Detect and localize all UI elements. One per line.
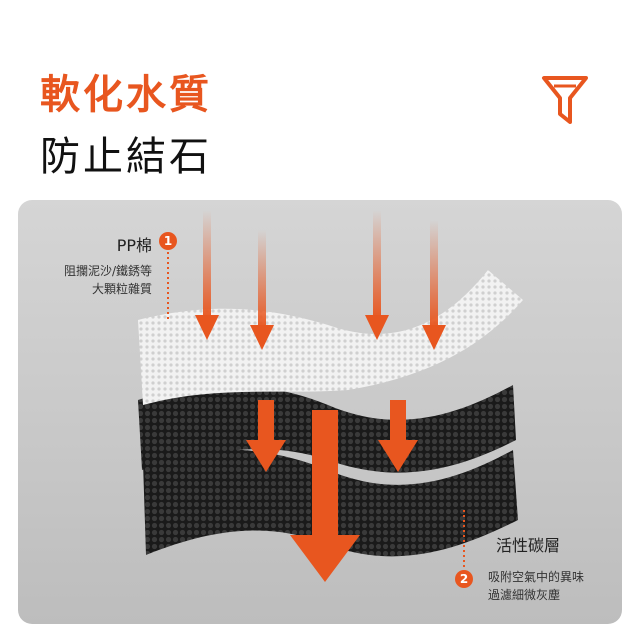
- pp-cotton-layer: [138, 270, 523, 405]
- layers-diagram: [138, 210, 523, 582]
- layer-number-badge-1: 1: [159, 232, 177, 250]
- carbon-desc-line: 吸附空氣中的異味: [488, 570, 585, 584]
- pp-desc-line: 大顆粒雜質: [91, 282, 152, 296]
- headline-prevent-scale: 防止結石: [40, 134, 212, 180]
- headline-soften-water: 軟化水質: [40, 72, 212, 118]
- carbon-desc-line: 過濾細微灰塵: [488, 588, 561, 602]
- filter-layers-illustration: 1 PP棉 阻攔泥沙/鐵銹等 大顆粒雜質 2 活性碳層 吸附空氣中的異味 過濾細…: [18, 200, 622, 624]
- flow-arrows: [195, 210, 446, 582]
- pp-desc-line: 阻攔泥沙/鐵銹等: [63, 264, 152, 278]
- activated-carbon-description: 吸附空氣中的異味 過濾細微灰塵: [488, 568, 584, 604]
- pp-cotton-description: 阻攔泥沙/鐵銹等 大顆粒雜質: [64, 262, 152, 298]
- layer-number-badge-2: 2: [455, 570, 473, 588]
- pp-cotton-label: PP棉: [116, 236, 152, 255]
- activated-carbon-label: 活性碳層: [496, 536, 561, 555]
- filter-funnel-icon: [542, 76, 588, 124]
